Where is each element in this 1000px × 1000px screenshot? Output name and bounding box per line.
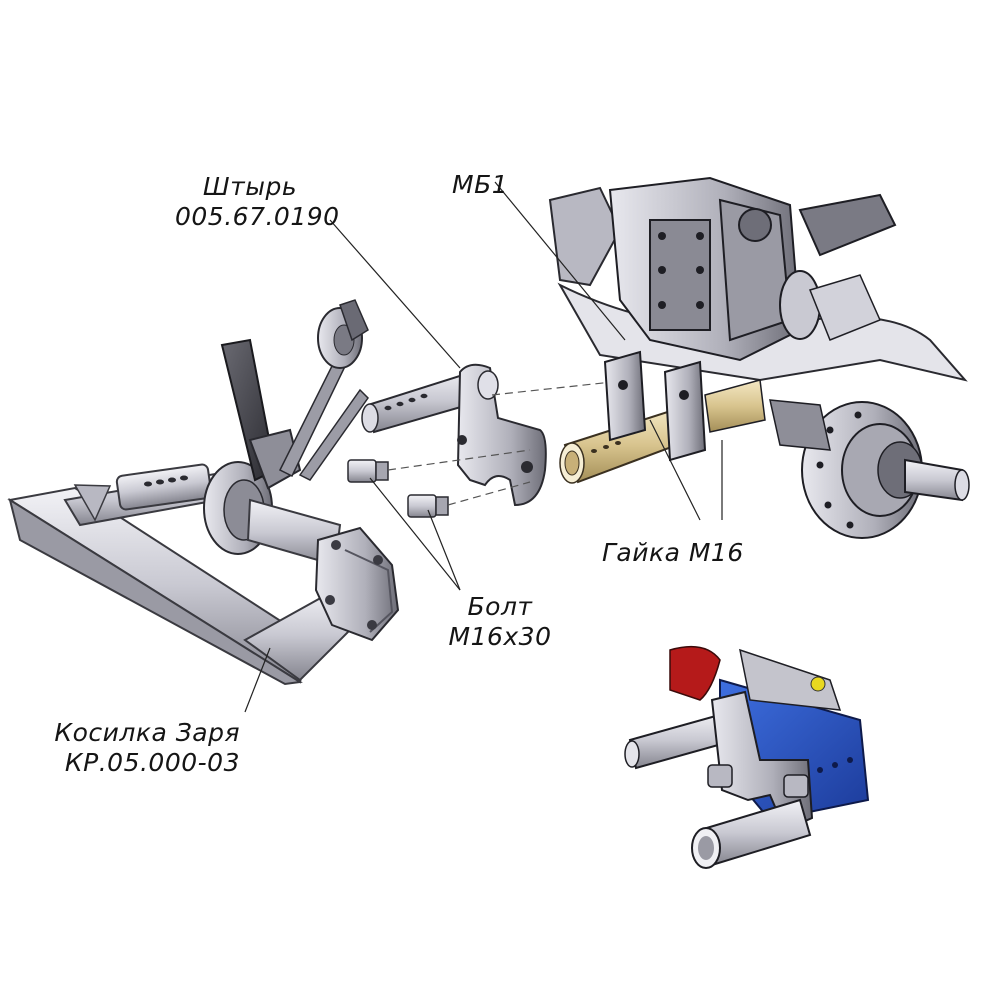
leader-lines	[244, 181, 723, 713]
tractor-assembly	[548, 176, 970, 539]
mower-assembly	[7, 299, 400, 686]
mower-label: Косилка Заря КР.05.000-03	[20, 718, 240, 778]
tractor-label: МБ1	[452, 170, 509, 199]
mower-code: КР.05.000-03	[64, 748, 240, 777]
pin-code: 005.67.0190	[175, 202, 340, 231]
spacer-sleeve	[559, 406, 692, 484]
inset-detail-view	[624, 637, 870, 869]
nut-label: Гайка М16	[602, 538, 744, 567]
bolt-label: Болт М16х30	[440, 592, 560, 652]
pin-name: Штырь	[202, 172, 298, 201]
pin-label: Штырь 005.67.0190	[175, 172, 340, 232]
pin-and-bracket	[347, 363, 613, 518]
bolt-size: М16х30	[448, 622, 552, 651]
bolt-name: Болт	[467, 592, 533, 621]
mower-name: Косилка Заря	[54, 718, 240, 747]
